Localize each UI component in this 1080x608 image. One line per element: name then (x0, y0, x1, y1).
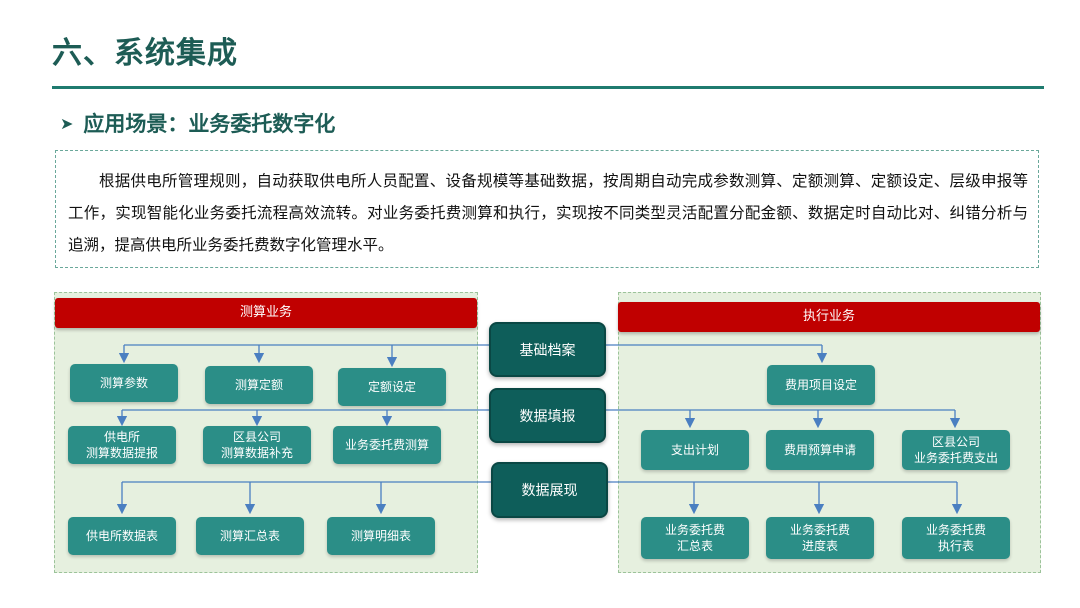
box-entrust-fee-calc[interactable]: 业务委托费测算 (333, 426, 441, 464)
description-box: 根据供电所管理规则，自动获取供电所人员配置、设备规模等基础数据，按周期自动完成参… (55, 150, 1039, 268)
box-label-line1: 业务委托费 (789, 523, 850, 537)
box-calc-params[interactable]: 测算参数 (70, 364, 178, 402)
box-label: 测算定额 (234, 378, 283, 392)
box-county-entrust-expense[interactable]: 区县公司 业务委托费支出 (902, 430, 1010, 470)
box-label-line1: 区县公司 (232, 430, 281, 444)
box-label-line1: 供电所 (103, 430, 140, 444)
hub-data-entry[interactable]: 数据填报 (489, 388, 606, 443)
box-label: 供电所数据表 (85, 529, 158, 543)
box-label-line1: 区县公司 (931, 435, 980, 449)
page-title: 六、系统集成 (52, 36, 238, 71)
box-calc-detail-table[interactable]: 测算明细表 (327, 517, 435, 555)
right-panel-header: 执行业务 (618, 302, 1040, 332)
hub-data-display[interactable]: 数据展现 (491, 462, 608, 518)
box-entrust-fee-summary[interactable]: 业务委托费 汇总表 (641, 517, 749, 559)
box-label-line2: 测算数据补充 (220, 446, 293, 460)
box-label: 测算明细表 (350, 529, 411, 543)
subtitle-text: 应用场景：业务委托数字化 (83, 112, 336, 136)
box-label-line1: 业务委托费 (925, 523, 986, 537)
arrow-right-icon: ➤ (60, 114, 74, 133)
box-label-line2: 汇总表 (676, 539, 713, 553)
box-county-calc-supplement[interactable]: 区县公司 测算数据补充 (203, 426, 311, 464)
box-entrust-fee-execution[interactable]: 业务委托费 执行表 (902, 517, 1010, 559)
box-station-data-table[interactable]: 供电所数据表 (68, 517, 176, 555)
box-station-calc-submit[interactable]: 供电所 测算数据提报 (68, 426, 176, 464)
box-budget-application[interactable]: 费用预算申请 (766, 430, 874, 470)
box-label-line2: 执行表 (937, 539, 974, 553)
box-label: 测算参数 (99, 376, 148, 390)
box-label: 支出计划 (670, 443, 719, 457)
box-label: 业务委托费测算 (344, 438, 429, 452)
box-label-line1: 业务委托费 (664, 523, 725, 537)
box-calc-summary-table[interactable]: 测算汇总表 (196, 517, 304, 555)
box-expense-plan[interactable]: 支出计划 (641, 430, 749, 470)
box-calc-quota[interactable]: 测算定额 (205, 366, 313, 404)
section-subtitle: ➤ 应用场景：业务委托数字化 (60, 108, 335, 138)
box-label: 定额设定 (367, 380, 416, 394)
hub-basic-archive[interactable]: 基础档案 (489, 322, 606, 377)
left-panel-header: 测算业务 (55, 298, 477, 328)
box-label: 费用预算申请 (783, 443, 856, 457)
box-label-line2: 业务委托费支出 (913, 451, 998, 465)
box-quota-setting[interactable]: 定额设定 (338, 368, 446, 406)
box-expense-item-setting[interactable]: 费用项目设定 (767, 365, 875, 405)
box-entrust-fee-progress[interactable]: 业务委托费 进度表 (766, 517, 874, 559)
box-label: 测算汇总表 (219, 529, 280, 543)
box-label-line2: 测算数据提报 (85, 446, 158, 460)
box-label-line2: 进度表 (801, 539, 838, 553)
title-divider (52, 86, 1044, 89)
box-label: 费用项目设定 (784, 378, 857, 392)
